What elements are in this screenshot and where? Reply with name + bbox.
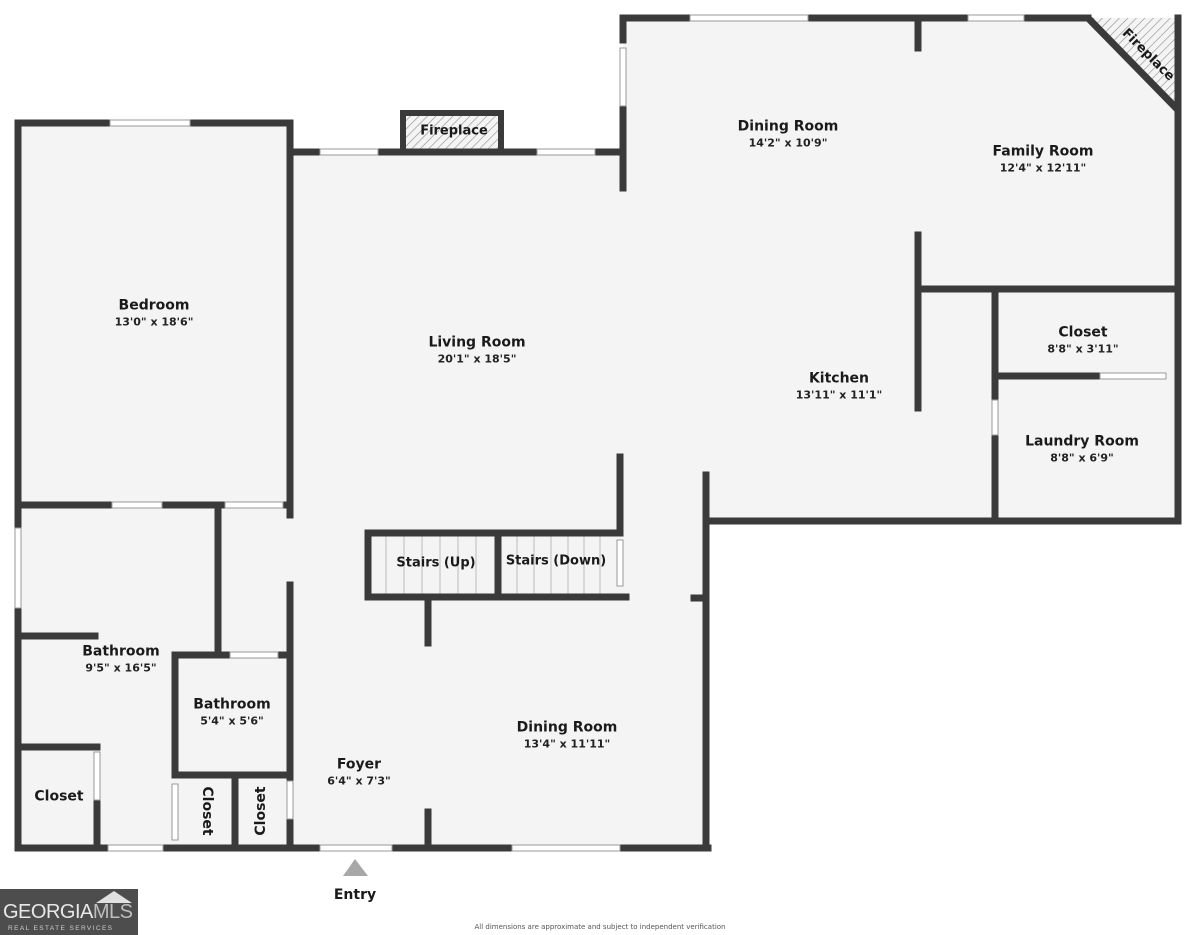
stairs-down-label: Stairs (Down) — [505, 553, 607, 569]
floor-fill — [20, 18, 1178, 848]
stairs — [368, 533, 620, 597]
room-label-dining-room-lower: Dining Room 13'4" x 11'11" — [516, 719, 618, 750]
fireplace-living-label: Fireplace — [420, 123, 488, 139]
room-label-foyer: Foyer 6'4" x 7'3" — [327, 756, 391, 787]
room-label-family-room: Family Room 12'4" x 12'11" — [992, 143, 1094, 174]
room-label-laundry-room: Laundry Room 8'8" x 6'9" — [1025, 433, 1139, 464]
room-label-bedroom: Bedroom 13'0" x 18'6" — [114, 297, 194, 328]
georgia-mls-logo: GEORGIAMLS REAL ESTATE SERVICES — [0, 889, 138, 935]
room-label-closet-upper: Closet 8'8" x 3'11" — [1047, 324, 1119, 355]
room-label-closet-mid-b: Closet — [253, 786, 269, 836]
entry-arrow-icon — [343, 859, 368, 876]
room-label-kitchen: Kitchen 13'11" x 11'1" — [795, 370, 883, 401]
roof-icon — [96, 891, 132, 903]
room-label-closet-mid-a: Closet — [199, 786, 215, 836]
room-label-dining-room-upper: Dining Room 14'2" x 10'9" — [737, 118, 839, 149]
room-label-closet-left: Closet — [34, 788, 84, 805]
logo-brand-b: MLS — [92, 901, 133, 923]
room-label-bathroom-small: Bathroom 5'4" x 5'6" — [193, 696, 271, 727]
room-label-living-room: Living Room 20'1" x 18'5" — [428, 334, 526, 365]
room-label-bathroom-large: Bathroom 9'5" x 16'5" — [82, 643, 160, 674]
disclaimer-text: All dimensions are approximate and subje… — [474, 923, 726, 931]
entry-label: Entry — [333, 887, 377, 903]
stairs-up-label: Stairs (Up) — [396, 555, 476, 571]
logo-tagline: REAL ESTATE SERVICES — [8, 925, 114, 932]
windows — [14, 14, 1167, 852]
logo-brand-a: GEORGIA — [3, 901, 93, 923]
